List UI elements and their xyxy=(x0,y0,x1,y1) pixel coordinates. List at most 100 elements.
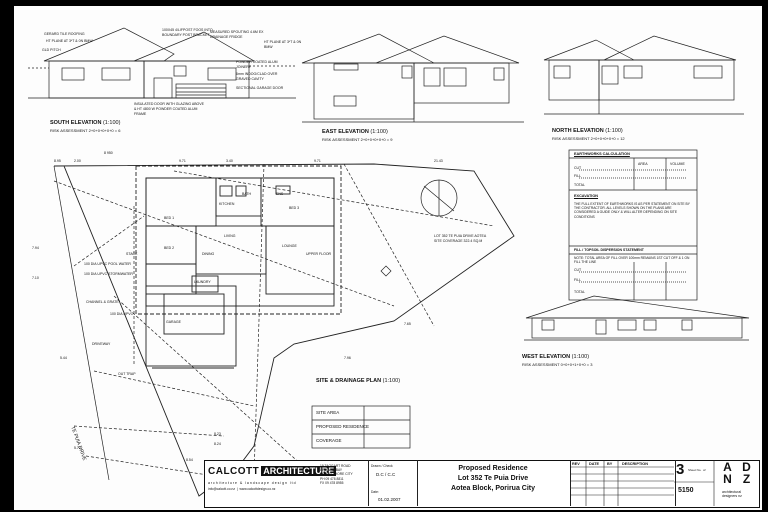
paper: SOUTH ELEVATION (1:100) RISK ASSESSMENT … xyxy=(14,6,762,510)
room-label: LAUNDRY xyxy=(194,280,211,284)
fill-row: CUT xyxy=(574,268,582,272)
earthworks-row: FILL xyxy=(574,174,582,178)
south-note: HT PLANE AT 3*T & 0N BMW xyxy=(46,39,93,43)
earthworks-lines xyxy=(568,149,698,301)
room-label: LOUNGE xyxy=(282,244,297,248)
fill-text: NOTE: TOTAL AREA OF FILL OVER 100mm REMA… xyxy=(574,256,690,265)
dimension: 9.71 xyxy=(314,159,321,163)
firm-name: CALCOTT xyxy=(208,465,260,477)
plan-note: 100 DIA UPVC POOL WATER xyxy=(84,262,131,266)
room-label: BED 1 xyxy=(164,216,175,220)
west-elevation-title: WEST ELEVATION (1:100) xyxy=(522,354,590,360)
sheet-of: Sheet No. of xyxy=(688,468,706,472)
dimension: 8 950 xyxy=(104,151,113,155)
room-label: GARAGE xyxy=(166,320,181,324)
earthworks-row: CUT xyxy=(574,166,582,170)
logo-text: architectural designers nz xyxy=(722,490,742,498)
date-value: 01.02.2007 xyxy=(378,497,401,502)
north-elevation-title: NORTH ELEVATION (1:100) xyxy=(552,128,623,134)
site-boundary xyxy=(53,163,515,497)
dimension: 7.10 xyxy=(32,276,39,280)
east-elevation-risk: RISK ASSESSMENT 2+0+0+0+0+0 = 9 xyxy=(322,137,393,142)
dimension: 5.72 xyxy=(74,446,81,450)
site-table-row: SITE AREA xyxy=(316,410,340,415)
excavation-text: THE FULL EXTENT OF EARTHWORKS IS AS PER … xyxy=(574,202,690,219)
firm-box: ARCHITECTURE xyxy=(261,466,337,476)
south-note: GERARD TILE ROOFING xyxy=(44,32,85,36)
drawn-value: D.C / C.C xyxy=(376,472,396,477)
south-note: HT PLANE AT 3*T & 0N BMW xyxy=(264,40,302,49)
project-line: Proposed Residence xyxy=(458,465,528,472)
lot-note: LOT 352 TE PUIA DRIVE AOTEA SITE COVERAG… xyxy=(434,234,487,243)
rev-header: DESCRIPTION xyxy=(622,462,648,466)
south-elevation-title: SOUTH ELEVATION (1:100) xyxy=(50,120,121,126)
south-elevation-drawing xyxy=(28,27,296,99)
earthworks-row: TOTAL xyxy=(574,183,585,187)
south-note: SECTIONAL GARAGE DOOR xyxy=(236,86,284,90)
dimension: 9.71 xyxy=(179,159,186,163)
plan-note: STACK xyxy=(126,252,138,256)
plan-note: CHANNEL & GRATE xyxy=(86,300,119,304)
south-note: POWDER COATED ALUM JOINERY xyxy=(236,60,278,69)
project-line: Aotea Block, Porirua City xyxy=(450,485,536,492)
west-elevation-risk: RISK ASSESSMENT 0+0+0+1+0+0 = 3 xyxy=(522,362,593,367)
job-number: 5150 xyxy=(678,487,694,494)
rev-header: BY xyxy=(607,462,613,466)
date-label: Date: xyxy=(371,490,379,494)
drawn-label: Drawn / Check xyxy=(371,464,393,468)
plan-note: 100 DIA UPVC STORMWATER xyxy=(84,272,133,276)
site-plan-title: SITE & DRAINAGE PLAN (1:100) xyxy=(316,378,401,384)
site-table-lines xyxy=(311,405,411,449)
dimension: 8.23 xyxy=(214,432,221,436)
adnz-logo: A D N Z xyxy=(718,461,756,485)
room-label: LIVING xyxy=(224,234,236,238)
fill-row: FILL xyxy=(574,278,582,282)
west-elevation-drawing xyxy=(524,295,750,341)
north-arrow xyxy=(380,179,458,277)
firm-sub: a r c h i t e c t u r e & l a n d s c a … xyxy=(208,481,296,485)
revision-table xyxy=(570,460,676,506)
site-table-row: PROPOSED RESIDENCE xyxy=(316,424,370,429)
dimension: 7.94 xyxy=(32,246,39,250)
dimension: 3.40 xyxy=(226,159,233,163)
logo-letter: A xyxy=(723,460,732,474)
fill-title: FILL / TOPSOIL DISPERSION STATEMENT xyxy=(574,248,644,252)
room-label: DINING xyxy=(202,252,215,256)
room-label: BED 2 xyxy=(164,246,175,250)
drawing-linework xyxy=(28,27,750,497)
rev-header: DATE xyxy=(589,462,600,466)
east-elevation-drawing xyxy=(301,33,524,123)
south-note: 6mm INDOG/CLAD OVER GRAVED CAVITY xyxy=(236,72,278,81)
site-table-row: COVERAGE xyxy=(316,438,342,443)
firm-contact: info@calcott.co.nz | www.calcottdesign.c… xyxy=(208,487,276,491)
drawn-cell xyxy=(368,460,418,506)
fill-row: TOTAL xyxy=(574,290,585,294)
dimension: 7.65 xyxy=(404,322,411,326)
sheet-number: 3 xyxy=(676,461,685,478)
south-note: MEASURED SPOUTING 4.6M EX DRAINAGE FRIDG… xyxy=(210,30,264,39)
house-footprint xyxy=(135,165,342,369)
project-title: Proposed Residence Lot 352 Te Puia Drive… xyxy=(418,464,568,494)
room-label: KITCHEN xyxy=(219,202,235,206)
room-label: UPPER FLOOR xyxy=(306,252,332,256)
dimension: 2.00 xyxy=(74,159,81,163)
plan-note: DRIVEWAY xyxy=(92,342,111,346)
east-elevation-title: EAST ELEVATION (1:100) xyxy=(322,129,388,135)
dimension: 5.44 xyxy=(60,356,67,360)
dimension: 8.24 xyxy=(214,442,221,446)
project-line: Lot 352 Te Puia Drive xyxy=(457,475,529,482)
excavation-title: EXCAVATION xyxy=(574,194,599,198)
dimension: 8.95 xyxy=(54,159,61,163)
dimension: 21.43 xyxy=(434,159,443,163)
earthworks-title: EARTHWORKS CALCULATION xyxy=(574,152,630,156)
firm-logo: CALCOTT ARCHITECTURE xyxy=(208,464,337,478)
rev-header: REV xyxy=(572,462,580,466)
logo-letter: Z xyxy=(742,472,751,486)
south-elevation-risk: RISK ASSESSMENT 2+0+0+0+0+0 = 6 xyxy=(50,128,121,133)
firm-address: 19 TAGGART ROAD BROWNS BAY NORTH SHORE C… xyxy=(320,464,353,485)
earthworks-col: AREA xyxy=(638,162,648,166)
dimension: 7.96 xyxy=(344,356,351,360)
north-elevation-drawing xyxy=(543,35,744,115)
north-elevation-risk: RISK ASSESSMENT 2+0+0+0+0+0 = 12 xyxy=(552,136,625,141)
